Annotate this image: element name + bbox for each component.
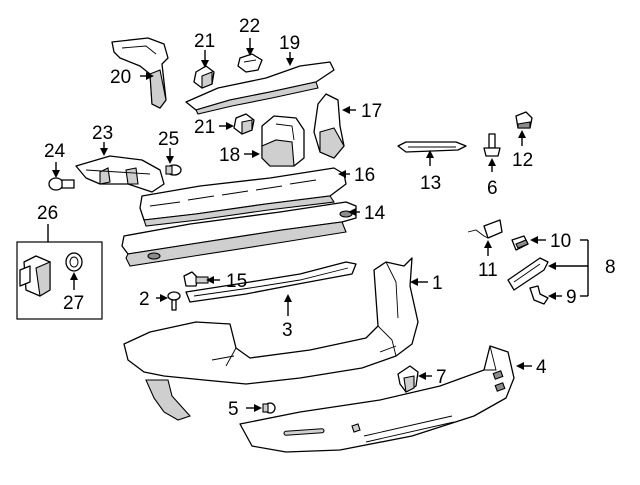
callout-22: 22 (239, 16, 260, 37)
part-1-bumper-cover (123, 257, 419, 421)
part-3-trim-strip (185, 261, 357, 303)
part-10-clip (511, 235, 529, 251)
part-24-bolt (48, 177, 75, 191)
callout-2: 2 (139, 289, 150, 310)
part-12-clip (515, 111, 533, 129)
callout-27: 27 (63, 293, 84, 314)
callout-14: 14 (364, 203, 386, 224)
leader-lines (47, 38, 589, 412)
callout-26: 26 (37, 203, 58, 224)
callout-18: 18 (219, 145, 240, 166)
part-5-bolt (262, 402, 276, 414)
part-2-push-pin (167, 291, 181, 311)
callout-21-top: 21 (194, 31, 215, 52)
callout-12: 12 (512, 150, 533, 171)
part-7-bracket (397, 365, 419, 393)
part-9-bolt (529, 285, 549, 305)
callout-9: 9 (566, 287, 577, 308)
part-19-upper-bar (185, 61, 335, 115)
callout-20: 20 (110, 67, 131, 88)
callout-13: 13 (420, 173, 441, 194)
callout-7: 7 (436, 367, 447, 388)
part-21-clip-nut-top (193, 65, 215, 89)
callout-15: 15 (226, 271, 247, 292)
callout-6: 6 (487, 178, 498, 199)
part-18-side-bracket (261, 115, 305, 167)
part-20-bracket (111, 37, 169, 109)
part-4-lower-valance (239, 345, 515, 453)
callout-8: 8 (605, 257, 616, 278)
part-22-clip (237, 53, 263, 73)
callout-24: 24 (44, 141, 66, 162)
callout-4: 4 (536, 357, 547, 378)
callout-11: 11 (478, 260, 498, 281)
callout-16: 16 (354, 165, 375, 186)
callout-25: 25 (158, 129, 179, 150)
part-13-reflector-strip (397, 141, 467, 153)
callout-21-mid: 21 (194, 117, 215, 138)
part-26-sensor-box (16, 241, 103, 320)
callout-3: 3 (282, 320, 293, 341)
callout-19: 19 (279, 33, 300, 54)
part-16-energy-absorber (139, 167, 347, 227)
part-25-pin (165, 164, 182, 176)
part-21-clip-nut-mid (233, 113, 255, 135)
part-8-reflector (507, 257, 549, 291)
part-11-hook (467, 219, 503, 239)
part-17-bracket (313, 93, 345, 159)
part-14-reinforcement-bar (121, 201, 357, 267)
callout-5: 5 (228, 399, 239, 420)
part-15-bolt (183, 271, 209, 287)
callout-23: 23 (92, 123, 113, 144)
callout-labels: 20 21 22 19 21 18 17 13 6 12 23 24 25 16… (37, 16, 616, 420)
callout-10: 10 (550, 231, 571, 252)
callout-1: 1 (432, 273, 443, 294)
callout-17: 17 (361, 101, 382, 122)
part-6-bolt (483, 133, 501, 157)
part-27-sensor-ring (65, 252, 83, 272)
part-23-bracket (75, 155, 165, 193)
